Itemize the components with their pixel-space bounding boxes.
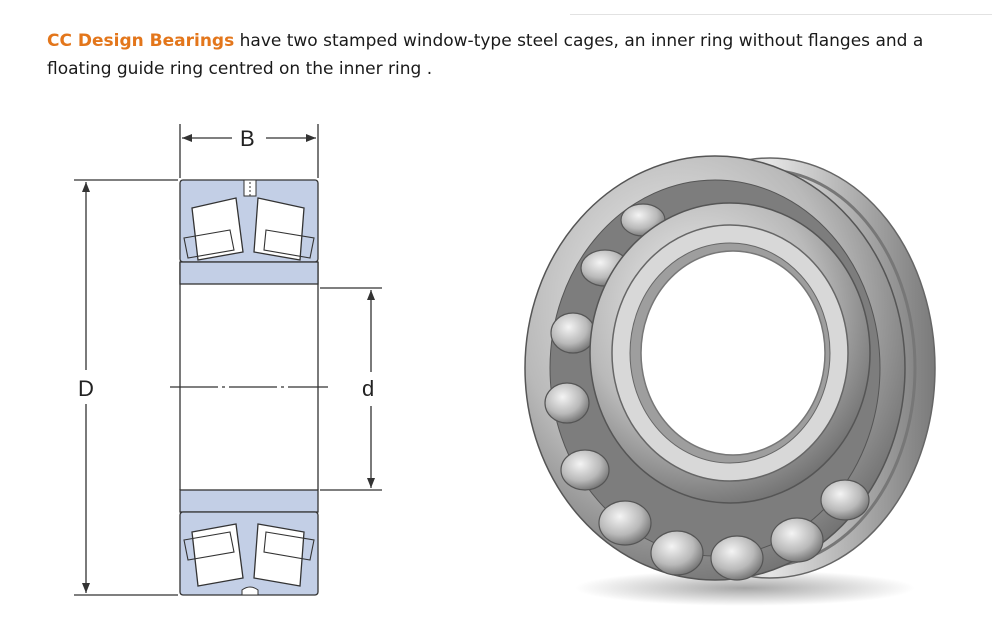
bearing-photo bbox=[524, 155, 936, 606]
intro-paragraph: CC Design Bearings have two stamped wind… bbox=[47, 27, 977, 83]
upper-ring-section bbox=[179, 179, 319, 285]
bearing-section-diagram: B D d bbox=[74, 124, 382, 596]
brand-link[interactable]: CC Design Bearings bbox=[47, 31, 235, 51]
lower-ring-section bbox=[179, 489, 319, 596]
outer-diameter-label: D bbox=[78, 376, 94, 401]
bore-diameter-label: d bbox=[362, 376, 374, 401]
width-label: B bbox=[240, 126, 255, 151]
intro-text: have two stamped window-type steel cages… bbox=[47, 31, 924, 79]
top-divider bbox=[570, 0, 992, 15]
